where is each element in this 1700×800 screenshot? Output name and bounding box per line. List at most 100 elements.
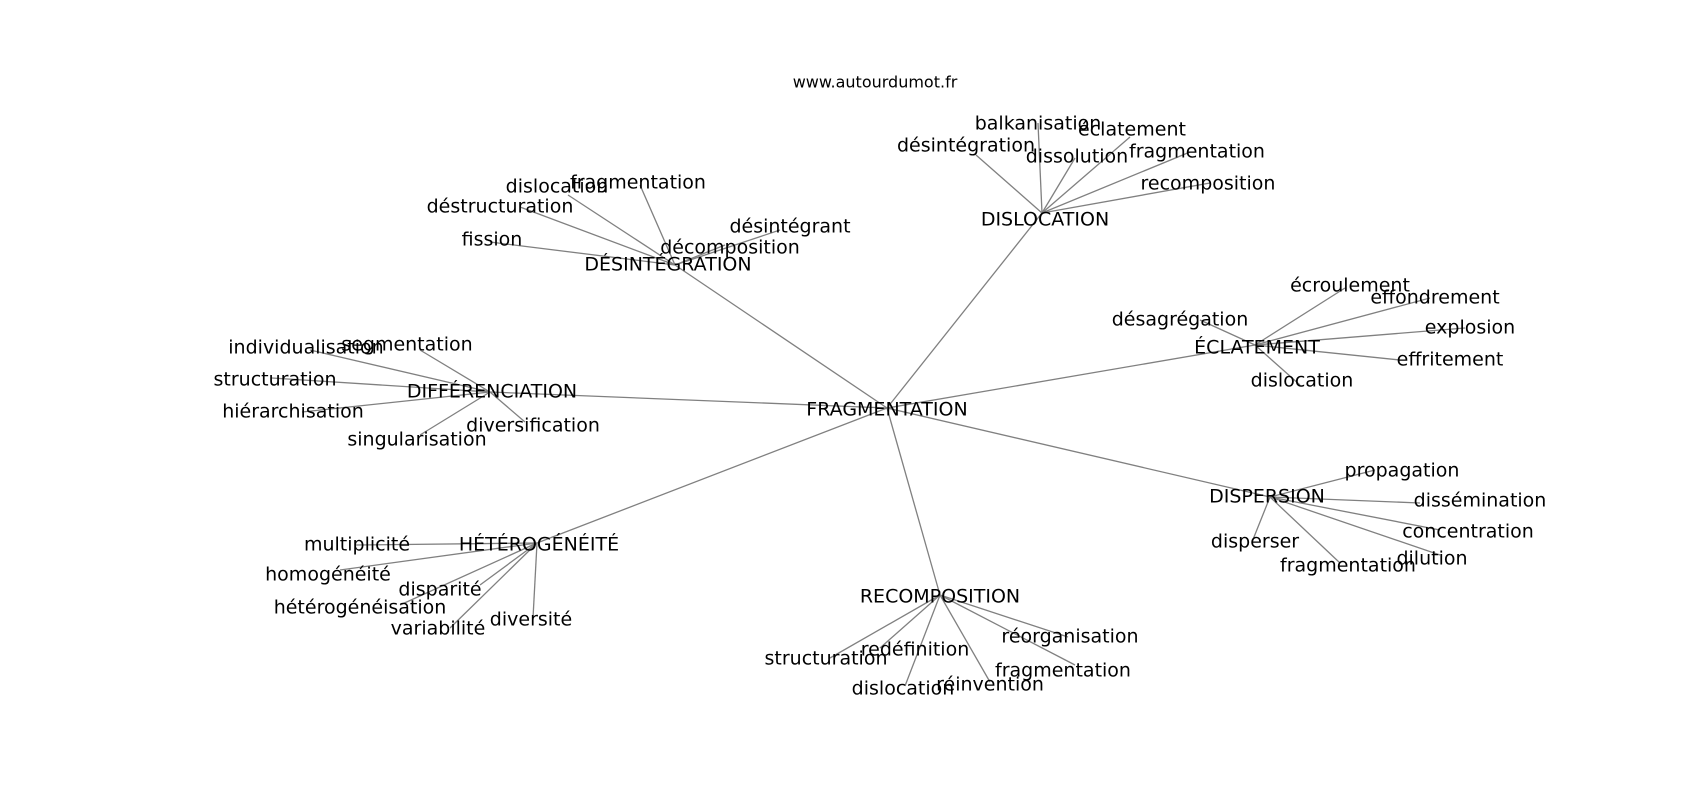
edge-hub-to-word [1041,151,1191,214]
edge-center-to-hub [886,407,1271,498]
edge-hub-to-word [1269,496,1341,564]
word-node-label: homogénéité [265,564,391,586]
word-node-label: décomposition [660,237,800,259]
edge-hub-to-word [939,594,991,683]
word-node-label: écroulement [1290,275,1410,297]
word-node-label: disperser [1211,531,1299,553]
word-node-label: fragmentation [995,660,1131,682]
word-node-label: disparité [398,579,481,601]
edge-hub-to-word [532,542,538,619]
word-node-label: fragmentation [1280,555,1416,577]
edge-hub-to-word [975,154,1043,214]
word-node-label: propagation [1345,460,1460,482]
word-node-label: diversité [490,609,572,631]
edge-hub-to-word [1269,496,1421,504]
edge-hub-to-word [879,594,941,649]
edge-center-to-hub [886,344,1256,409]
edge-hub-to-word [339,542,538,571]
edge-hub-to-word [939,594,1069,638]
word-node-label: fragmentation [1129,141,1265,163]
edge-hub-to-word [1269,496,1441,556]
edge-hub-to-word [449,542,538,629]
edge-center-to-hub [886,407,941,596]
edge-hub-to-word [1041,136,1131,214]
word-node-label: dissolution [1026,146,1128,168]
word-node-label: multiplicité [304,534,410,556]
edge-center-to-hub [489,391,888,409]
edge-hub-to-word [1251,496,1271,543]
edge-hub-to-word [674,244,726,266]
edge-hub-to-word [519,206,676,266]
word-node-label: éclatement [1078,119,1186,141]
hub-node-label: DISLOCATION [981,209,1109,231]
edge-hub-to-word [639,184,676,266]
word-node-label: réinvention [936,674,1044,696]
word-node-label: hiérarchisation [222,401,364,423]
edge-center-to-hub [536,407,888,544]
graph-labels: www.autourdumot.fr FRAGMENTATION DÉSINTÉG… [214,73,1547,700]
edge-hub-to-word [567,194,676,266]
edge-hub-to-word [399,542,538,606]
edge-hub-to-word [1254,327,1466,346]
edge-hub-to-word [1254,297,1431,346]
word-node-label: dissémination [1414,490,1547,512]
word-node-label: dislocation [506,176,609,198]
word-node-label: balkanisation [975,113,1102,135]
edge-hub-to-word [355,542,538,546]
word-node-label: diversification [466,415,600,437]
hub-node-label: ÉCLATEMENT [1194,336,1320,359]
word-node-label: désintégration [897,135,1035,157]
hub-node-label: DIFFÉRENCIATION [407,380,577,403]
edge-hub-to-word [1254,344,1401,361]
center-node-label: FRAGMENTATION [806,399,967,421]
word-node-label: désagrégation [1112,309,1249,331]
edge-hub-to-word [489,241,676,266]
word-node-label: déstructuration [427,196,574,218]
edge-hub-to-word [301,391,491,413]
hub-node-label: RECOMPOSITION [860,586,1020,608]
edge-hub-to-word [1041,182,1211,214]
word-node-label: recomposition [1141,173,1276,195]
word-node-label: fission [462,229,523,251]
edge-hub-to-word [1269,469,1376,498]
word-node-label: segmentation [341,334,472,356]
edge-hub-to-word [1254,344,1301,386]
edge-hub-to-word [939,594,1076,666]
edge-hub-to-word [1254,287,1346,346]
edge-hub-to-word [419,391,491,436]
edge-hub-to-word [1041,157,1076,214]
edge-center-to-hub [674,264,888,409]
edge-hub-to-word [1199,319,1256,346]
word-node-label: hétérogénéisation [274,597,447,619]
word-node-label: structuration [214,369,337,391]
edge-hub-to-word [419,349,491,393]
edge-hub-to-word [674,229,781,266]
word-node-label: redéfinition [861,639,970,661]
hub-node-label: DISPERSION [1209,486,1325,508]
site-url: www.autourdumot.fr [793,73,958,92]
word-node-label: individualisation [228,337,383,359]
word-node-label: désintégrant [729,216,850,238]
word-node-label: concentration [1402,521,1534,543]
edge-hub-to-word [271,377,491,393]
word-node-label: singularisation [347,429,486,451]
word-node-label: dislocation [852,678,955,700]
edge-hub-to-word [1269,496,1441,531]
word-node-label: effondrement [1370,287,1499,309]
edge-hub-to-word [479,542,538,586]
edge-hub-to-word [309,349,491,393]
edge-hub-to-word [829,594,941,659]
edge-center-to-hub [886,212,1043,409]
word-node-label: structuration [765,648,888,670]
hub-node-label: DÉSINTÉGRATION [584,253,751,276]
word-node-label: dilution [1396,548,1467,570]
edge-hub-to-word [904,594,941,687]
word-node-label: fragmentation [570,172,706,194]
word-node-label: dislocation [1251,370,1354,392]
word-node-label: réorganisation [1001,626,1138,648]
graph-edges [271,122,1466,687]
word-node-label: variabilité [391,618,486,640]
word-node-label: explosion [1425,317,1515,339]
edge-hub-to-word [1037,122,1043,214]
